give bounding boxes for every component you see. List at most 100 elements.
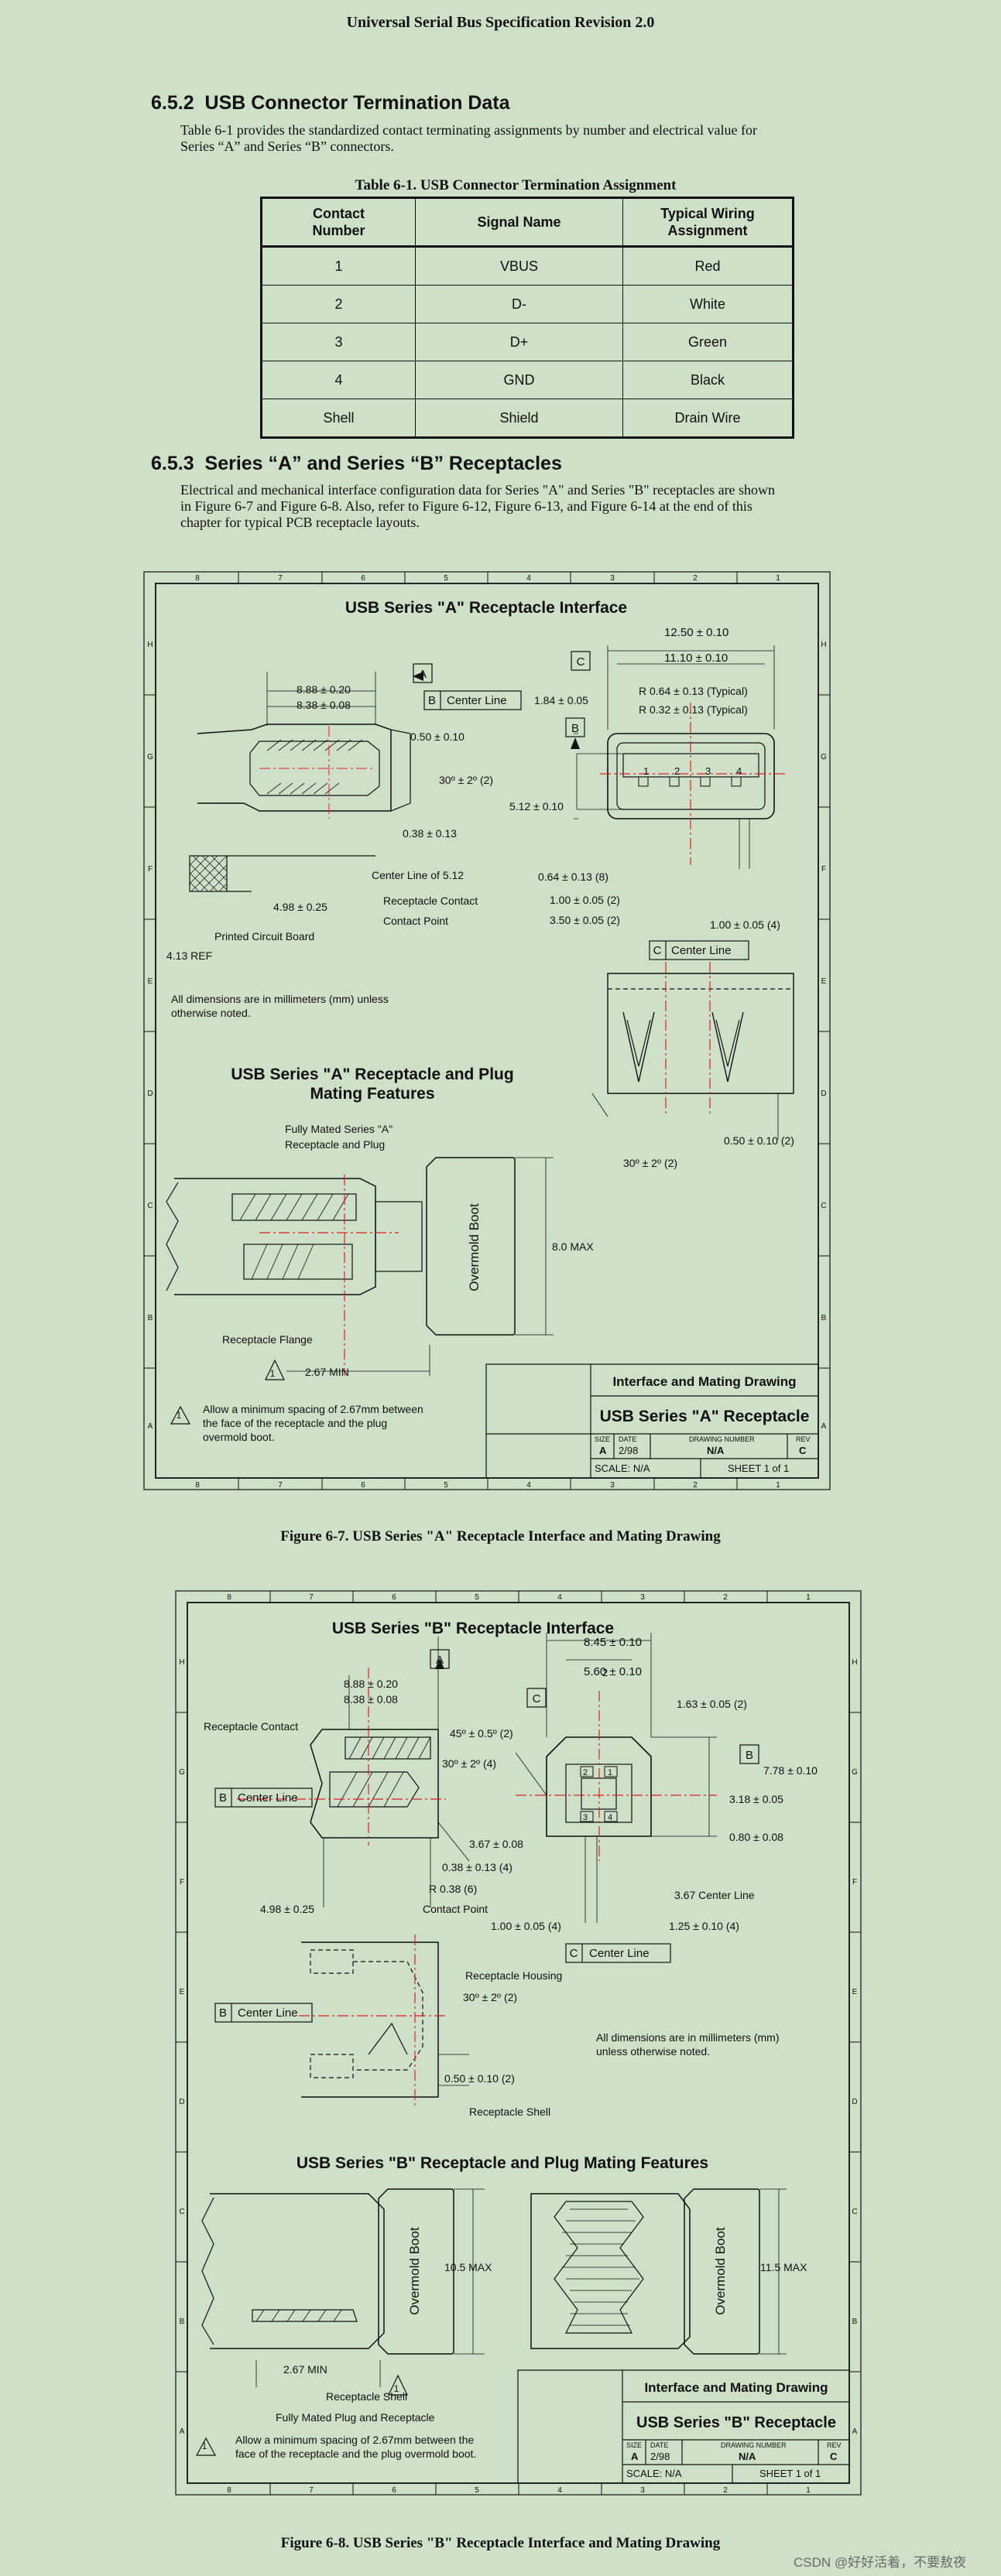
cell-contact: 4 [261,361,416,399]
label-3-67-center-line: 3.67 Center Line [674,1889,755,1901]
svg-text:Center Line: Center Line [238,2006,298,2020]
dimension-label: 0.50 ± 0.10 (2) [724,1134,794,1147]
dimension-label: 1.25 ± 0.10 (4) [669,1920,739,1932]
zone-label: G [821,753,827,761]
zone-label: A [821,1422,827,1431]
svg-text:B: B [219,2006,227,2020]
title-block-rev: C [799,1445,807,1456]
title-block-dwg: N/A [707,1445,725,1456]
label-fully-mated: Fully Mated Plug and Receptacle [276,2411,435,2424]
zone-label: C [179,2208,184,2216]
label-overmold-boot: Overmold Boot [713,2227,728,2315]
zone-label: 7 [278,1481,283,1490]
zone-label: F [821,865,826,874]
note-min-spacing: Allow a minimum spacing of 2.67mm betwee… [235,2434,474,2446]
zone-label: 6 [392,2486,396,2495]
zone-label: 5 [444,1481,448,1490]
svg-text:C: C [577,655,585,669]
label-receptacle-shell: Receptacle Shell [326,2390,407,2403]
title-block-name: USB Series "B" Receptacle [636,2414,836,2431]
dimension-label: 1.00 ± 0.05 (4) [491,1920,561,1932]
datum-c-box: C [526,1688,547,1708]
dimension-label: 1.84 ± 0.05 [534,694,588,706]
figure-b-mating-title: USB Series "B" Receptacle and Plug Matin… [297,2154,708,2172]
dimension-label: 1.00 ± 0.05 (4) [710,919,780,931]
zone-label: B [852,2318,858,2326]
zone-label: D [821,1090,826,1098]
svg-text:B: B [428,694,436,707]
zone-label: 8 [195,1481,200,1490]
svg-text:Center Line: Center Line [589,1947,650,1960]
zone-label: 7 [309,2486,314,2495]
label-receptacle-flange: Receptacle Flange [222,1333,313,1346]
svg-text:C: C [653,944,662,957]
dimension-label: 11.5 MAX [760,2261,807,2273]
cell-signal: D- [415,285,623,323]
dimension-label: 30º ± 2º (2) [623,1157,677,1169]
center-line-c-box: C Center Line [565,1943,671,1963]
dimension-label: 8.0 MAX [552,1240,594,1253]
title-block-date-label: DATE [619,1435,636,1443]
cell-wiring: Drain Wire [622,399,794,438]
section-number: 6.5.3 [151,453,194,474]
figure-a-mating-title: Mating Features [310,1085,434,1103]
zone-label: 1 [806,1593,811,1602]
title-block-date: 2/98 [619,1445,638,1456]
column-header-signal: Signal Name [415,197,623,248]
series-b-side-view [237,1637,470,1907]
label-overmold-boot: Overmold Boot [407,2227,422,2315]
zone-label: 3 [610,574,615,583]
drawing-outer-border [143,571,831,1490]
zone-label: A [148,1422,153,1431]
label-pcb: Printed Circuit Board [214,930,314,942]
zone-label: 5 [444,574,448,583]
page-header: Universal Serial Bus Specification Revis… [346,14,655,31]
watermark: CSDN @好好活着，不要敖夜 [794,2555,967,2570]
note-flag-triangle [170,1405,191,1425]
title-block-scale: SCALE: N/A [626,2468,682,2479]
title-block-heading: Interface and Mating Drawing [612,1374,796,1389]
pin-number: 2 [602,1667,608,1678]
svg-text:B: B [746,1749,753,1762]
figure-b-title: USB Series "B" Receptacle Interface [332,1620,614,1637]
zone-label: 1 [776,1481,780,1490]
zone-label: 4 [557,2486,562,2495]
title-block-dwg: N/A [739,2451,756,2462]
zone-label: A [852,2427,858,2436]
paragraph-line: Table 6-1 provides the standardized cont… [180,122,757,138]
dimension-label: 2.67 MIN [305,1366,349,1378]
zone-label: F [180,1878,184,1887]
zone-label: G [147,753,153,761]
note-flag: 1 [177,1410,182,1421]
zone-label: 7 [278,574,283,583]
dimension-label: 3.50 ± 0.05 (2) [550,914,620,926]
cell-wiring: Green [622,323,794,361]
zone-label: D [147,1090,153,1098]
zone-label: 4 [526,574,531,583]
cell-wiring: Black [622,361,794,399]
dimension-label: 10.5 MAX [444,2261,492,2273]
title-block-dwg-label: DRAWING NUMBER [689,1435,755,1443]
datum-b-box: B [739,1744,759,1764]
svg-text:B: B [571,722,579,735]
label-receptacle-shell: Receptacle Shell [469,2106,550,2118]
title-block-size-label: SIZE [626,2441,642,2449]
zone-label: G [852,1768,858,1777]
datum-b-box: B [565,717,585,749]
zone-label: 8 [195,574,200,583]
title-block-rev-label: REV [827,2441,842,2449]
table-caption: Table 6-1. USB Connector Termination Ass… [355,177,677,193]
zone-label: 6 [361,574,365,583]
dimension-label: 8.38 ± 0.08 [344,1693,398,1705]
note-min-spacing: the face of the receptacle and the plug [203,1417,387,1429]
pin-number: 3 [583,1813,588,1822]
section-652-heading: 6.5.2 USB Connector Termination Data [151,92,510,115]
dimension-label: 0.50 ± 0.10 [410,730,465,743]
series-a-side-view [189,672,423,892]
pin-number: 3 [705,765,711,777]
pin-number: 1 [608,1768,612,1777]
